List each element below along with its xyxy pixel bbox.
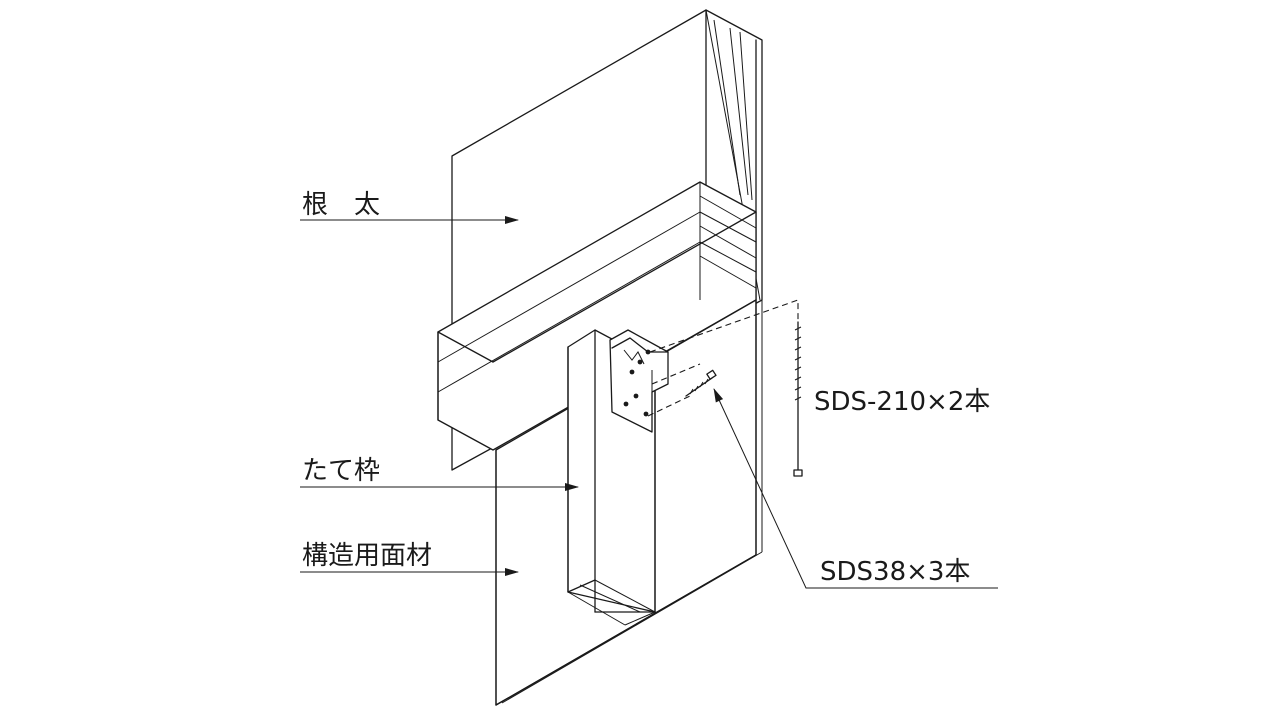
screw-hole — [637, 359, 643, 365]
leader-lines — [300, 216, 998, 589]
panel-label: 構造用面材 — [302, 541, 432, 571]
short-screw-label: SDS38×3本 — [820, 557, 970, 587]
screw-hole — [633, 393, 639, 399]
long-screw-label: SDS-210×2本 — [814, 387, 990, 417]
short-screw-leader — [713, 388, 998, 589]
screw-hole — [629, 369, 635, 375]
long-screw — [793, 321, 803, 477]
stud-label: たて枠 — [302, 456, 380, 486]
bracket-hardware — [609, 329, 669, 433]
insertion-guides — [647, 299, 799, 417]
screw-hole — [623, 401, 629, 407]
short-screw — [685, 369, 717, 397]
screw-hole — [645, 349, 651, 355]
screw-hole — [643, 411, 649, 417]
joist-label: 根 太 — [302, 190, 380, 220]
